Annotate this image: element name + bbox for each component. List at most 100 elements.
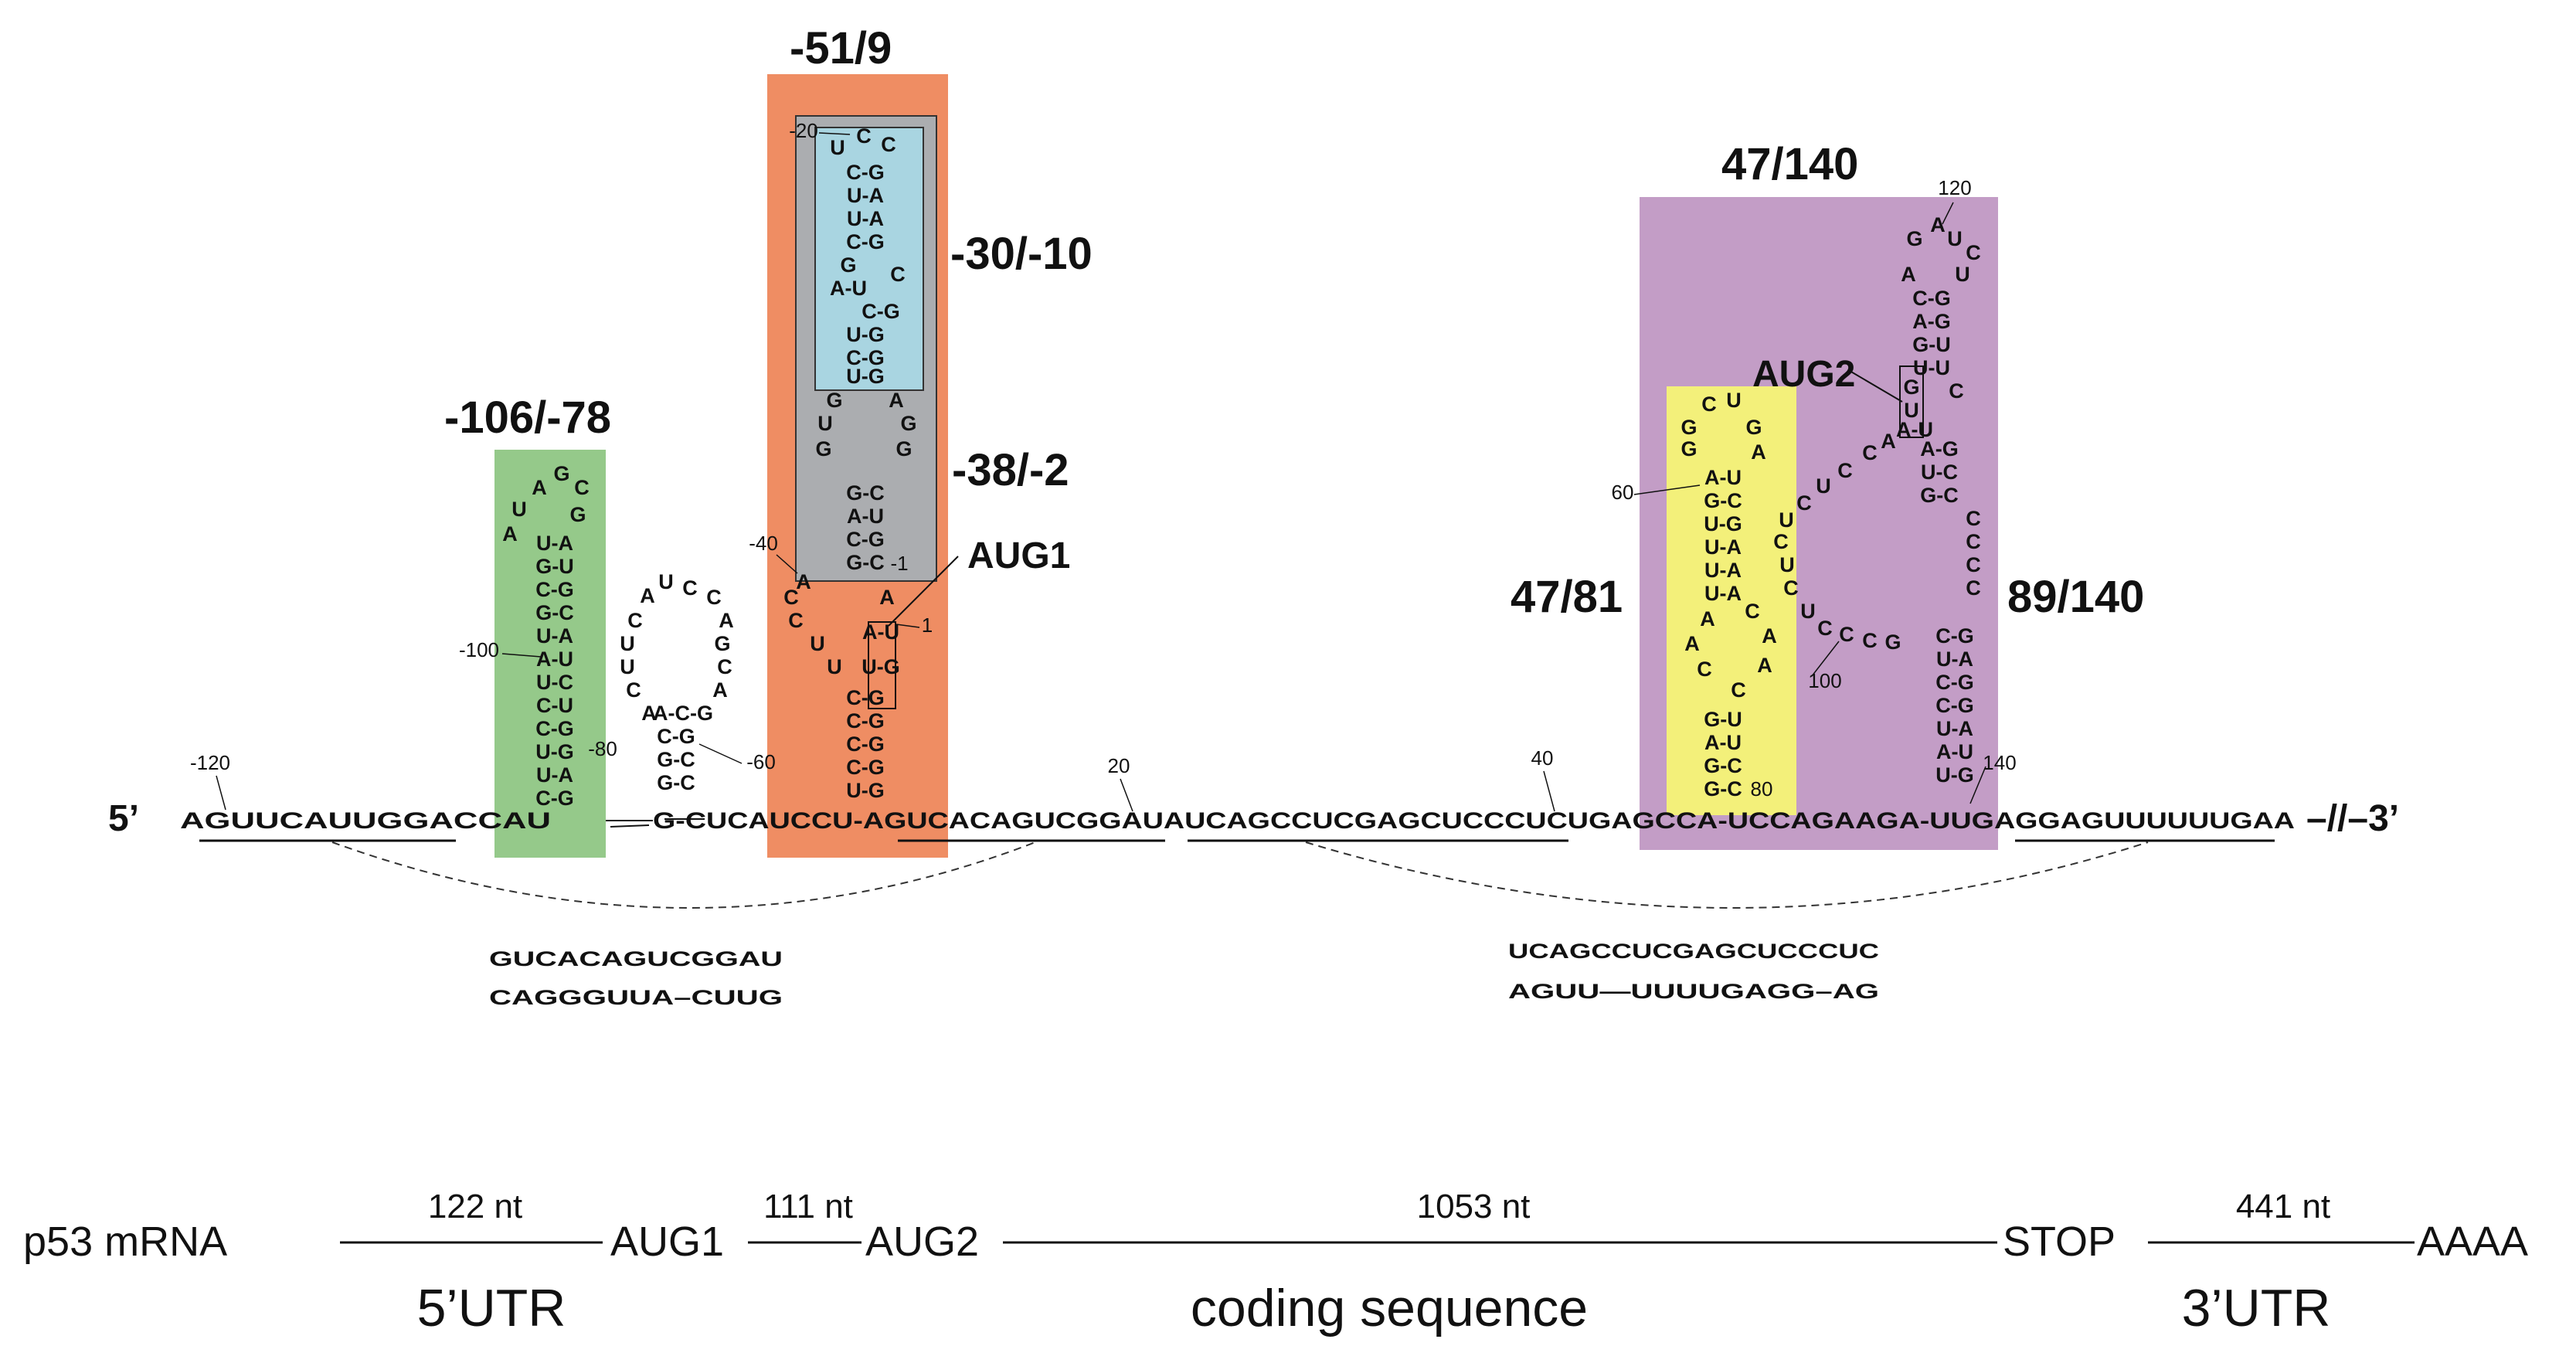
nt-label: U-A: [1936, 648, 1973, 671]
nt-label: G-U: [1704, 708, 1742, 731]
nt-label: G-C: [657, 748, 695, 771]
nt-label: U: [1779, 553, 1795, 576]
nt-label: A: [1881, 430, 1896, 453]
nt-label: G-C: [846, 551, 885, 574]
schematic-label-cds: coding sequence: [1191, 1279, 1588, 1338]
schematic-stop: STOP: [2003, 1219, 2116, 1265]
nt-label: G: [826, 389, 842, 412]
schematic-length-aug: 111 nt: [763, 1188, 853, 1225]
nt-label: C-G: [535, 787, 574, 810]
hairpin-47-81: C U G G G A A-U G-C U-G U-A U-A U-A A C …: [1681, 389, 1776, 800]
pos-minus1: -1: [890, 552, 908, 575]
nt-label: C: [1783, 576, 1799, 600]
nt-label: U: [620, 632, 635, 655]
nt-label: U-A: [536, 532, 573, 555]
nt-label: C: [626, 678, 641, 702]
nt-label: U-A: [536, 763, 573, 787]
nt-label: C-G: [535, 578, 574, 601]
nt-label: C: [856, 124, 872, 148]
five-prime-end: 5’: [108, 798, 139, 839]
nt-label: C: [1966, 553, 1981, 576]
nt-label: G: [1745, 416, 1762, 439]
nt-label: A-U: [1896, 418, 1933, 441]
nt-label: U-A: [536, 624, 573, 648]
nt-label: C: [1949, 379, 1964, 403]
pseudoknot-left-bottom: CAGGGUUA–CUUG: [489, 986, 783, 1009]
nt-label: C-G: [1935, 624, 1974, 648]
nt-label: A: [1757, 654, 1772, 677]
nt-label: G: [840, 253, 856, 277]
nt-label: G-C: [1704, 777, 1742, 800]
nt-label: U: [830, 136, 845, 159]
schematic-label-5utr: 5’UTR: [417, 1279, 566, 1338]
pos-minus60: -60: [746, 750, 776, 773]
nt-label: C: [1966, 507, 1981, 530]
nt-label: U: [1800, 600, 1816, 623]
nt-label: U: [1955, 263, 1970, 286]
nt-label: C: [627, 609, 643, 632]
nt-label: U: [620, 655, 635, 678]
pos-minus80: -80: [588, 737, 617, 760]
nt-label: C: [574, 476, 590, 499]
nt-label: U: [1726, 389, 1742, 412]
nt-label: G: [1681, 437, 1697, 461]
nt-label: A: [1751, 440, 1766, 464]
nt-label: U-C: [536, 671, 573, 694]
nt-label: C-G: [1935, 694, 1974, 717]
nt-label: C: [1697, 658, 1712, 681]
nt-label: C-G: [1935, 671, 1974, 694]
sequence-main-segment: G-CUCAUCCU-AGUCACAGUCGGAUAUCAGCCUCGAGCUC…: [653, 808, 2295, 834]
pos-120: 120: [1938, 176, 1971, 199]
label-47-81: 47/81: [1511, 572, 1623, 622]
pseudoknot-right-top: UCAGCCUCGAGCUCCCUC: [1508, 940, 1879, 963]
nt-label: U: [810, 632, 825, 655]
label-minus30-minus10: -30/-10: [950, 229, 1093, 279]
nt-label: A-G: [1920, 437, 1959, 461]
pseudoknot-right: UCAGCCUCGAGCUCCCUC AGUU—UUUUGAGG–AG: [1508, 940, 1879, 1003]
label-minus106-minus78: -106/-78: [444, 393, 611, 443]
nt-label: U-G: [535, 740, 574, 763]
nt-label: U: [511, 498, 527, 521]
mrna-schematic: p53 mRNA 122 nt AUG1 111 nt AUG2 1053 nt…: [23, 1188, 2528, 1338]
nt-label: U: [827, 655, 842, 678]
nt-label: C: [1701, 393, 1717, 416]
nt-label: C: [1966, 576, 1981, 600]
nt-label: G: [1884, 631, 1901, 654]
nt-label: U: [1779, 508, 1794, 532]
nt-label: A: [889, 389, 904, 412]
nt-label: U-G: [846, 323, 885, 346]
label-minus38-minus2: -38/-2: [952, 445, 1069, 495]
aug1-label: AUG1: [967, 535, 1070, 576]
nt-label: G-C: [1704, 754, 1742, 777]
stem-loop-minus106: U A G C G A U-A G-U C-G G-C U-A A-U U-C …: [502, 462, 590, 810]
nt-label: A: [719, 609, 734, 632]
schematic-polya: AAAA: [2417, 1219, 2528, 1265]
nt-label: C: [1731, 678, 1746, 702]
nt-label: U: [1816, 474, 1831, 498]
nt-label: A-U: [1936, 740, 1973, 763]
nt-label: A-U: [536, 648, 573, 671]
linker-nucleotides: C A C U C U C U C U C C C G: [1773, 430, 1901, 654]
nt-label: A: [879, 586, 895, 609]
nt-label: U-A: [1704, 535, 1742, 559]
nt-label: C: [890, 263, 906, 286]
nt-label: G: [569, 503, 586, 526]
pseudoknot-right-bottom: AGUU—UUUUGAGG–AG: [1508, 980, 1879, 1003]
nt-label: A: [640, 584, 655, 607]
nt-label: C-G: [846, 732, 885, 756]
nt-label: U-A: [1704, 559, 1742, 582]
nt-label: A: [1762, 624, 1777, 648]
nt-label: A: [712, 678, 728, 702]
nt-label: A: [1930, 213, 1946, 236]
region-47-81-box: [1667, 386, 1796, 815]
nt-label: U-A: [847, 207, 884, 230]
hairpin-89-140: G A U C U A C-G A-G G-U U-U C G U A-U A-…: [1896, 213, 1981, 787]
nt-label: G-C: [1920, 484, 1959, 507]
nt-label: G: [1903, 376, 1919, 399]
nt-label: A-U: [830, 277, 867, 300]
nt-label: C: [1966, 530, 1981, 553]
nt-label: U-G: [1704, 512, 1742, 535]
nt-label: G-C: [846, 481, 885, 505]
region-minus30-minus10-box: [814, 127, 924, 391]
